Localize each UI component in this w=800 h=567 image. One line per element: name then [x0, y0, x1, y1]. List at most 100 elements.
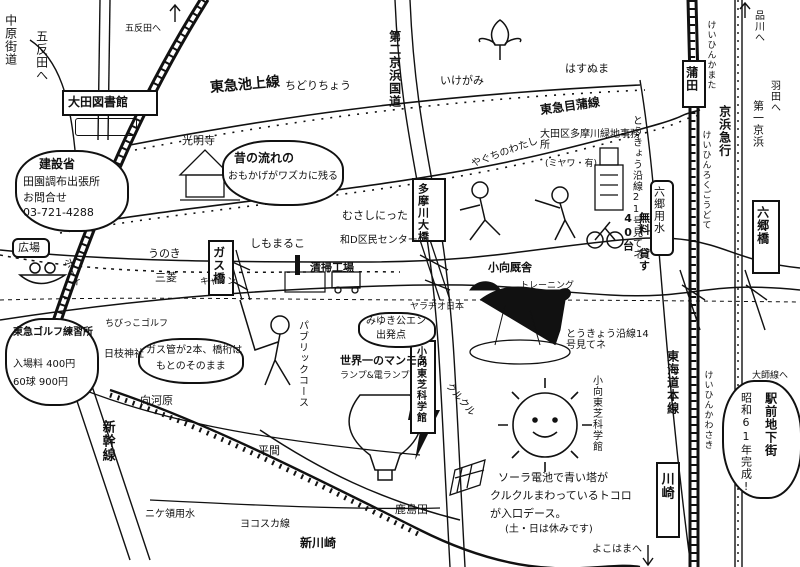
- up-arrow-icon: [739, 1, 751, 18]
- tokyu-mekama-line: [59, 109, 701, 234]
- tama-river: [0, 237, 800, 321]
- hasunuma-label: はすぬま: [565, 62, 609, 75]
- sun-icon: [498, 378, 592, 472]
- golf-fee-label: 入場料 400円: [13, 359, 76, 370]
- golf-label: 東急ゴルフ練習所: [13, 327, 93, 338]
- down-arrow-icon: [642, 545, 654, 567]
- tokyu-ikegami-line: [129, 84, 646, 151]
- old-river-note-line2: おもかげがワズカに残る: [228, 171, 338, 182]
- nika-water-label: ニケ領用水: [145, 509, 195, 520]
- tama-bridge-label: 多摩川大橋: [416, 183, 430, 243]
- temple-icon: [178, 149, 240, 201]
- nakahara-label: 中原街道: [3, 14, 18, 66]
- lower-railways: [69, 379, 641, 567]
- library-label-box: 大田図書館: [62, 90, 158, 116]
- kamata-station-label: 蒲田: [684, 66, 699, 92]
- yokohama-label: よこはまへ: [592, 544, 642, 555]
- miyuki-park-bubble: みゆき公エン 出発点: [358, 312, 436, 348]
- daishi-label: 大師線へ: [752, 371, 789, 381]
- ministry-label: 建設省: [39, 157, 76, 171]
- kashimada-label: 鹿島田: [395, 503, 428, 516]
- lamp-label: 世界一のマンモス: [340, 354, 428, 367]
- training-label: トレーニング: [520, 281, 575, 291]
- keikyu-main-label: 京浜急行: [717, 105, 732, 157]
- park-office-tel: (ミヤワ・有): [545, 159, 598, 169]
- up-arrow-icon-2: [169, 3, 181, 22]
- ekimae-note-bubble: 駅前地下街 昭和61年完成!: [722, 380, 800, 499]
- gas-bridge-label-box: ガス橋: [208, 240, 234, 296]
- gas-pipe-note-line2: もとのそのまま: [156, 361, 226, 372]
- kamata-station-box: 蒲田: [682, 60, 706, 108]
- showa-label: 昭和61年完成!: [739, 392, 753, 494]
- canon-label: キャノン: [200, 277, 237, 287]
- truck-icon: [331, 271, 361, 294]
- ministry-office-label: 田園調布出張所: [23, 175, 100, 188]
- mitsubishi-label: 三菱: [155, 271, 177, 284]
- park-office-label: 大田区多摩川緑地事務所: [540, 129, 640, 151]
- tama-bridge-truss: [419, 239, 451, 301]
- daiichi-keihin-label: 第一京浜: [751, 100, 765, 148]
- levee-line: [0, 297, 800, 303]
- ministry-note-bubble: 建設省 田園調布出張所 お問合せ 03-721-4288: [15, 150, 129, 232]
- cleaning-factory-label: 清掃工場: [310, 261, 354, 274]
- rokugo-bridge-truss: [679, 269, 768, 331]
- community-center-label: 和D区民センター: [340, 235, 418, 246]
- solar-note-line3: が入口デース。: [490, 507, 567, 520]
- miyuki-park-label: みゆき公エン: [366, 316, 426, 327]
- gas-pipe-note-line1: ガス管が2本、橋桁は: [146, 345, 243, 356]
- toshiba-bike-note2: とうきょう沿線21号見てネ: [630, 115, 642, 260]
- heikan-label: 平間: [258, 444, 280, 457]
- musashinitta-label: むさしにった: [342, 209, 408, 222]
- rokugo-bridge-label: 六郷橋: [755, 206, 770, 245]
- golfer-icon: [239, 299, 291, 386]
- shin-kawasaki-label: 新川崎: [300, 536, 337, 550]
- toshiba-tower-box: 小向東芝科学館: [410, 340, 436, 434]
- old-river-note-line1: 昔の流れの: [234, 151, 295, 165]
- tokaido-line-label: 東海道本線: [665, 350, 680, 415]
- gotanda-label: 五反田へ: [34, 30, 49, 82]
- ministry-contact-label: お問合せ: [23, 191, 67, 204]
- hiroba-label: 広場: [18, 241, 40, 254]
- shinkansen-track: [59, 379, 421, 456]
- lotus-icon: [478, 19, 522, 60]
- bicycle-icon: [586, 221, 624, 249]
- keihin-rokugo-label: けいひんろくごうどて: [700, 130, 711, 230]
- solar-note-line1: ソーラ電池で青い塔が: [498, 471, 608, 484]
- kawasaki-station-box: 川崎: [656, 462, 680, 538]
- miyuki-park-start: 出発点: [376, 330, 406, 341]
- lamp-label2: ランプ&電ランプ: [340, 371, 410, 381]
- horse-icon: [469, 281, 571, 365]
- hiyoshi-label: 日枝神社: [104, 349, 144, 360]
- keikyu-kawasaki-label: けいひんかわさき: [702, 370, 713, 450]
- mukogawara-label: 向河原: [140, 394, 173, 407]
- komyoji-label: 光明寺: [182, 134, 215, 147]
- factory-icon: [284, 255, 326, 293]
- unoki-label: うのき: [148, 247, 181, 260]
- kawasaki-station-label: 川崎: [658, 472, 674, 500]
- toshiba-tower-label: 小向東芝科学館: [414, 346, 426, 423]
- keihin-kamata-label: けいひんかまた: [705, 20, 716, 90]
- shinkansen-label: 新幹線: [99, 420, 115, 462]
- chidoricho-label: ちどりちょう: [285, 79, 351, 92]
- gotanda-top-label: 五反田へ: [125, 24, 162, 34]
- book-icon: [75, 118, 137, 136]
- public-course-label: パブリックコース: [296, 320, 308, 408]
- toshiba-bike-note: とうきょう沿線14号見てネ: [566, 329, 649, 351]
- bike-rental-free: 無料: [637, 212, 651, 236]
- golf-fee2-label: 60球 900円: [13, 377, 68, 388]
- gas-bridge-label: ガス橋: [211, 246, 226, 285]
- library-label: 大田図書館: [68, 95, 129, 109]
- golf-info-bubble: 東急ゴルフ練習所 入場料 400円 60球 900円: [5, 318, 99, 406]
- solar-panel-icon: [449, 459, 486, 496]
- ikegami-label: いけがみ: [440, 74, 484, 87]
- mini-golf-label: ちびっこゴルフ: [105, 319, 169, 329]
- boat-icon: [17, 262, 68, 285]
- baseball-player-icon: [459, 181, 576, 241]
- shimomaruko-label: しもまるこ: [250, 237, 305, 250]
- shinagawa-label: 品川へ: [752, 10, 764, 43]
- ministry-phone: 03-721-4288: [23, 206, 94, 219]
- rokugo-water-box: 六郷用水: [650, 180, 674, 256]
- gas-bridge-truss: [227, 249, 251, 301]
- rokugo-water-label: 六郷用水: [652, 186, 666, 234]
- solar-note-line4: (土・日は休みです): [505, 524, 593, 535]
